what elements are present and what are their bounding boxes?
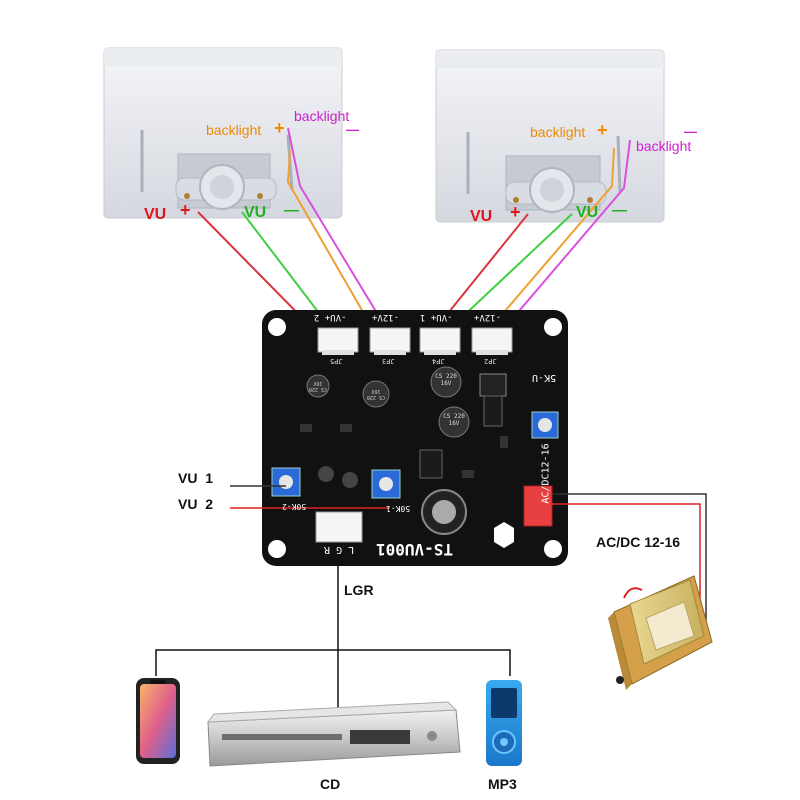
silk-cap-2: CS 220 16V [366, 388, 386, 400]
vu-meter-right [435, 49, 665, 223]
header-jp4[interactable] [419, 327, 461, 355]
header-jp5[interactable] [317, 327, 359, 355]
silk-header-jp5: -VU+ 2 [314, 312, 347, 322]
silk-input-pins: L G R [324, 544, 355, 555]
input-connector-lgr[interactable] [315, 511, 363, 543]
left-vu-label: VU [144, 206, 167, 223]
trimmer-pot-vu1[interactable] [271, 467, 301, 497]
label-power: AC/DC 12-16 [596, 534, 681, 550]
label-lgr: LGR [344, 582, 374, 598]
right-vu-label: VU [470, 208, 493, 225]
label-cd: CD [320, 776, 341, 792]
trimmer-pot-top[interactable] [531, 411, 559, 439]
right-backlight-minus-label: backlight [636, 138, 692, 154]
label-vu1: VU 1 [178, 470, 214, 486]
right-backlight-minus-sign: — [684, 124, 697, 139]
left-vu-plus: + [180, 200, 191, 220]
board-model: TS-VU001 [376, 540, 454, 559]
wire-left-backlight-plus [286, 149, 379, 339]
cd-player-icon [206, 701, 461, 767]
vu-meter-left [103, 47, 343, 219]
mp3-player-icon [486, 680, 522, 766]
label-vu2: VU 2 [178, 496, 214, 512]
right-backlight-plus-label: backlight [530, 124, 586, 140]
silk-header-jp3: -12V+ [372, 312, 400, 322]
left-backlight-plus-sign: + [274, 118, 285, 138]
signal-lines [155, 485, 707, 710]
label-mp3: MP3 [488, 776, 517, 792]
silk-cap-1: CS 220 16V [308, 380, 328, 392]
trimmer-pot-vu2[interactable] [371, 469, 401, 499]
silk-jp4-id: JP4 [432, 357, 445, 365]
transformer-icon [608, 575, 713, 690]
silk-header-jp2: -12V+ [474, 312, 502, 322]
left-backlight-minus-sign: — [346, 122, 359, 137]
wire-right-backlight-plus [481, 147, 615, 339]
wire-right-backlight-minus [495, 139, 631, 339]
left-backlight-plus-label: backlight [206, 122, 262, 138]
smartphone-icon [136, 678, 180, 764]
silk-cap-3: CS 220 16V [435, 373, 457, 387]
right-vu-plus: + [510, 202, 521, 222]
silk-power: AC/DC12-16 [540, 443, 552, 504]
left-backlight-minus-label: backlight [294, 108, 350, 124]
right-vu-minus-sign: — [612, 202, 627, 219]
silk-pot-vu1: 50K-2 [282, 502, 307, 511]
silk-cap-4: CS 220 16V [443, 413, 465, 427]
right-vu-minus-label: VU [576, 204, 599, 221]
right-backlight-plus-sign: + [597, 120, 608, 140]
header-jp3[interactable] [369, 327, 411, 355]
silk-header-jp4: -VU+ 1 [420, 312, 453, 322]
silk-jp5-id: JP5 [330, 357, 343, 365]
power-connector[interactable] [523, 485, 553, 527]
left-vu-minus-sign: — [284, 202, 299, 219]
silk-jp3-id: JP3 [382, 357, 395, 365]
left-vu-minus-label: VU [244, 204, 267, 221]
silk-jp2-id: JP2 [484, 357, 497, 365]
silk-pot-vu2: 50K-1 [386, 504, 411, 513]
wire-left-backlight-minus [287, 127, 393, 339]
header-jp2[interactable] [471, 327, 513, 355]
driver-board [262, 310, 568, 566]
silk-pot-top: 5K-U [532, 372, 557, 383]
